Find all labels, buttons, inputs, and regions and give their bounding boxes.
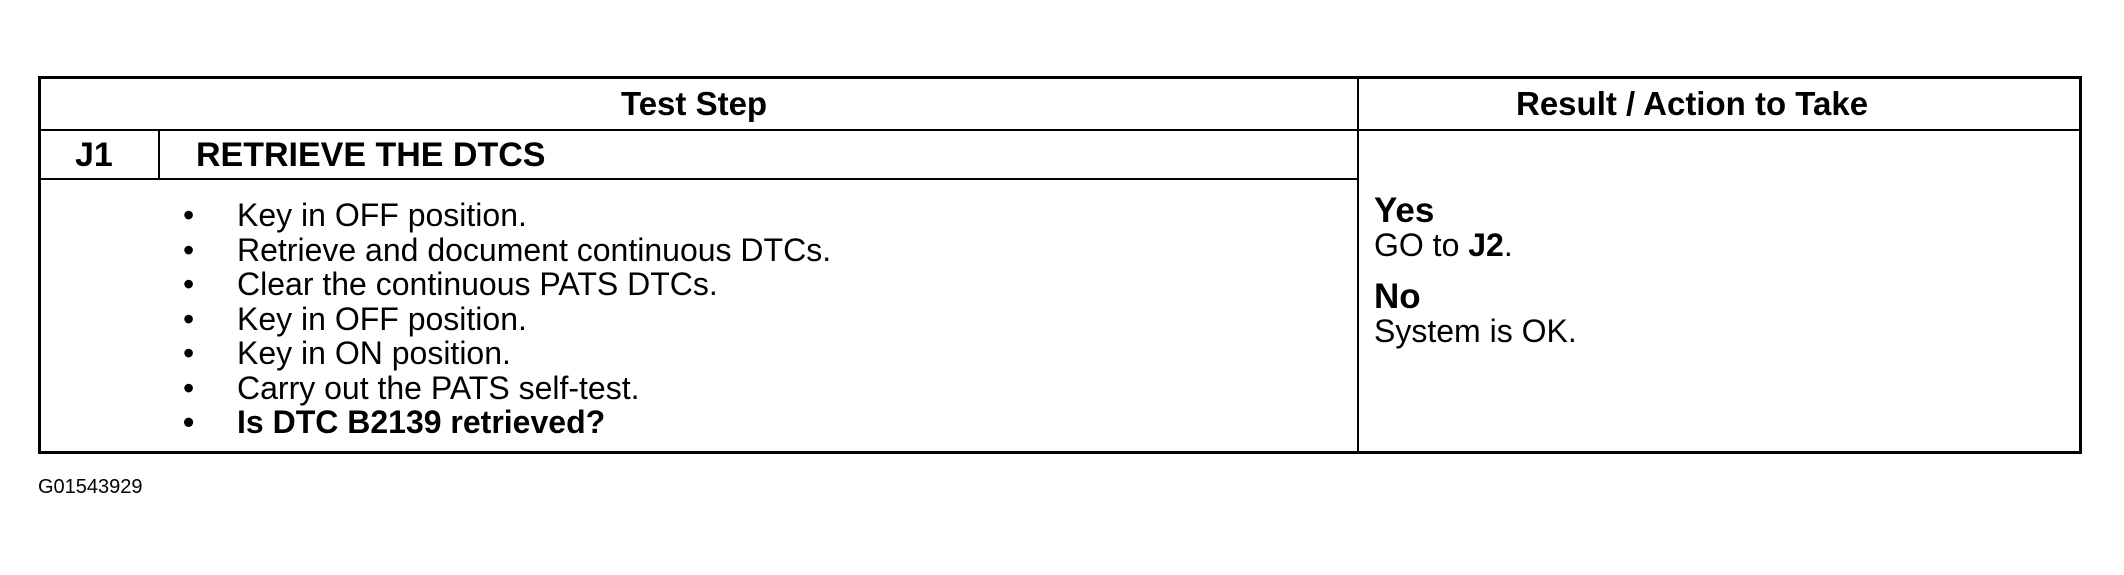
instruction-item: • Is DTC B2139 retrieved? xyxy=(179,405,831,440)
result-yes-suffix: . xyxy=(1503,227,1513,263)
instruction-item: • Key in OFF position. xyxy=(179,198,831,233)
diagnostic-table: Test Step Result / Action to Take J1 RET… xyxy=(38,76,2082,454)
instruction-text: Key in ON position. xyxy=(237,335,511,371)
figure-id: G01543929 xyxy=(38,476,143,498)
bullet-icon: • xyxy=(183,197,195,233)
result-yes-label: Yes xyxy=(1374,191,1435,230)
step-id: J1 xyxy=(75,136,113,174)
result-yes-prefix: GO to xyxy=(1374,227,1469,263)
instruction-item: • Key in OFF position. xyxy=(179,300,831,337)
result-no-action: System is OK. xyxy=(1374,313,1577,349)
column-divider xyxy=(1357,79,1359,451)
instruction-text: Clear the continuous PATS DTCs. xyxy=(237,266,718,302)
header-rule xyxy=(41,129,2079,131)
result-yes-target: J2 xyxy=(1468,227,1504,263)
bullet-icon: • xyxy=(183,266,195,302)
bullet-icon: • xyxy=(183,231,195,268)
bullet-icon: • xyxy=(183,300,195,337)
bullet-icon: • xyxy=(183,335,195,371)
instruction-text: Retrieve and document continuous DTCs. xyxy=(237,231,832,268)
instruction-item: • Key in ON position. xyxy=(179,336,831,371)
bullet-icon: • xyxy=(183,369,195,406)
instruction-text: Is DTC B2139 retrieved? xyxy=(237,404,606,440)
instruction-item: • Carry out the PATS self-test. xyxy=(179,369,831,406)
instruction-text: Key in OFF position. xyxy=(237,300,527,337)
result-no-label: No xyxy=(1374,277,1421,316)
instruction-item: • Clear the continuous PATS DTCs. xyxy=(179,267,831,302)
instruction-item: • Retrieve and document continuous DTCs. xyxy=(179,231,832,268)
step-title-rule xyxy=(41,178,1357,180)
header-test-step: Test Step xyxy=(621,85,768,122)
instruction-text: Key in OFF position. xyxy=(237,197,527,233)
header-result-action: Result / Action to Take xyxy=(1516,85,1869,122)
bullet-icon: • xyxy=(183,404,195,440)
result-yes-action: GO to J2. xyxy=(1374,229,1513,261)
step-id-divider xyxy=(158,131,160,178)
step-title: RETRIEVE THE DTCS xyxy=(196,136,546,174)
step-instructions: • Key in OFF position. • Retrieve and docum… xyxy=(179,198,831,440)
instruction-text: Carry out the PATS self-test. xyxy=(237,369,640,406)
